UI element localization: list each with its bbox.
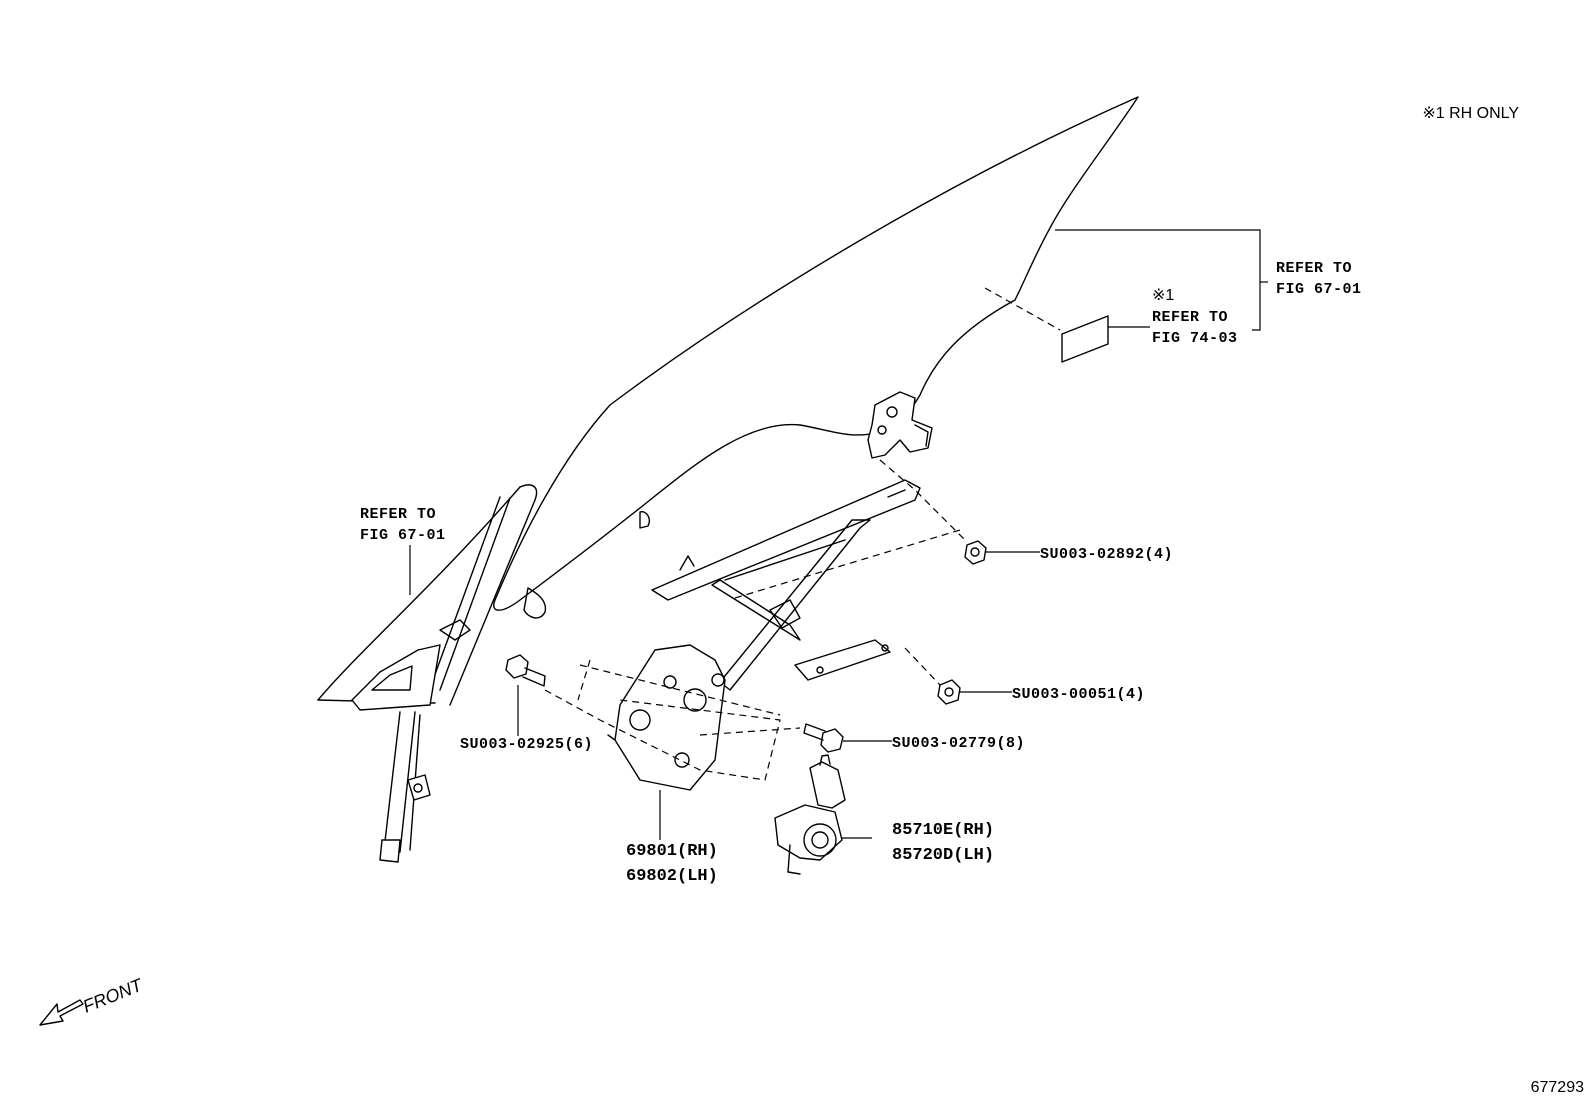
label-sticker	[1061, 315, 1109, 363]
nut-upper-label: SU003-02892(4)	[1040, 546, 1173, 563]
bolt-regulator-label: SU003-02925(6)	[460, 736, 593, 753]
nut-lower-label: SU003-00051(4)	[1012, 686, 1145, 703]
glass-bracket	[867, 391, 933, 459]
door-glass	[493, 96, 1139, 619]
regulator-lh-label: 69802(LH)	[626, 867, 718, 886]
nut-lower-icon	[937, 679, 961, 705]
glass-refer-line2: FIG 67-01	[1276, 281, 1362, 298]
sticker-mark: ※1	[1152, 287, 1174, 304]
bolt-motor-icon	[803, 723, 844, 753]
motor-rh-label: 85710E(RH)	[892, 821, 994, 840]
channel-refer-line1: REFER TO	[360, 506, 436, 523]
regulator-motor	[774, 754, 846, 875]
leader-lines	[409, 229, 1268, 840]
motor-lh-label: 85720D(LH)	[892, 846, 994, 865]
bolt-motor-label: SU003-02779(8)	[892, 735, 1025, 752]
rh-only-note: ※1 RH ONLY	[1422, 105, 1519, 122]
front-arrow-icon	[39, 999, 84, 1026]
front-label: FRONT	[80, 974, 147, 1017]
assembly-lines	[544, 287, 1061, 781]
nut-upper-icon	[964, 540, 987, 565]
window-regulator	[607, 479, 921, 791]
front-channel	[317, 484, 538, 863]
diagram-id: 677293	[1531, 1079, 1584, 1096]
channel-refer-line2: FIG 67-01	[360, 527, 446, 544]
glass-refer-line1: REFER TO	[1276, 260, 1352, 277]
sticker-refer-line2: FIG 74-03	[1152, 330, 1238, 347]
sticker-refer-line1: REFER TO	[1152, 309, 1228, 326]
regulator-rh-label: 69801(RH)	[626, 842, 718, 861]
bolt-regulator-icon	[505, 654, 546, 687]
